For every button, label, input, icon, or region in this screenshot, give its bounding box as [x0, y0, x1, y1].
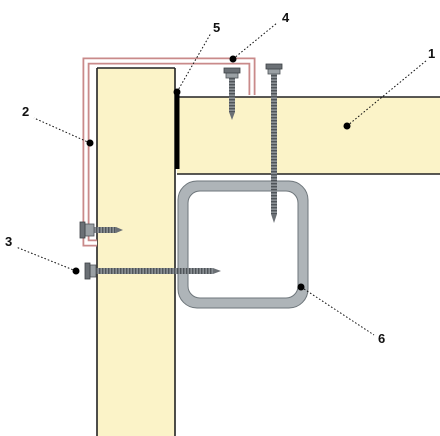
callout-dot-1	[343, 122, 351, 130]
screw-flashing	[79, 221, 123, 239]
screw-long-roof-to-tube	[265, 63, 283, 223]
callout-dot-2	[86, 139, 94, 147]
screw-short-roof	[223, 67, 241, 120]
leader-5	[176, 32, 212, 93]
callout-number-1: 1	[428, 46, 435, 61]
steel-tube-outline	[177, 180, 309, 309]
callout-number-6: 6	[378, 331, 385, 346]
horizontal-roof-panel	[177, 97, 440, 174]
vertical-wall-panel	[97, 68, 175, 436]
callout-number-4: 4	[282, 10, 290, 25]
seal-strip	[175, 92, 180, 169]
callout-number-3: 3	[5, 234, 12, 249]
callout-number-5: 5	[213, 20, 220, 35]
callout-number-2: 2	[22, 104, 29, 119]
leader-2	[33, 117, 91, 144]
callout-dot-3	[72, 267, 80, 275]
callout-dot-6	[297, 283, 305, 291]
leader-6	[300, 286, 375, 336]
callout-dot-4	[229, 55, 237, 63]
screw-long-wall-to-tube	[84, 262, 221, 280]
leader-3	[15, 246, 77, 272]
steel-tube-inner	[188, 191, 298, 298]
steel-tube-inline	[187, 190, 299, 299]
leader-4	[232, 22, 278, 60]
leader-1	[346, 59, 428, 127]
corner-flashing-inner	[84, 59, 254, 245]
callout-dot-5	[173, 88, 181, 96]
